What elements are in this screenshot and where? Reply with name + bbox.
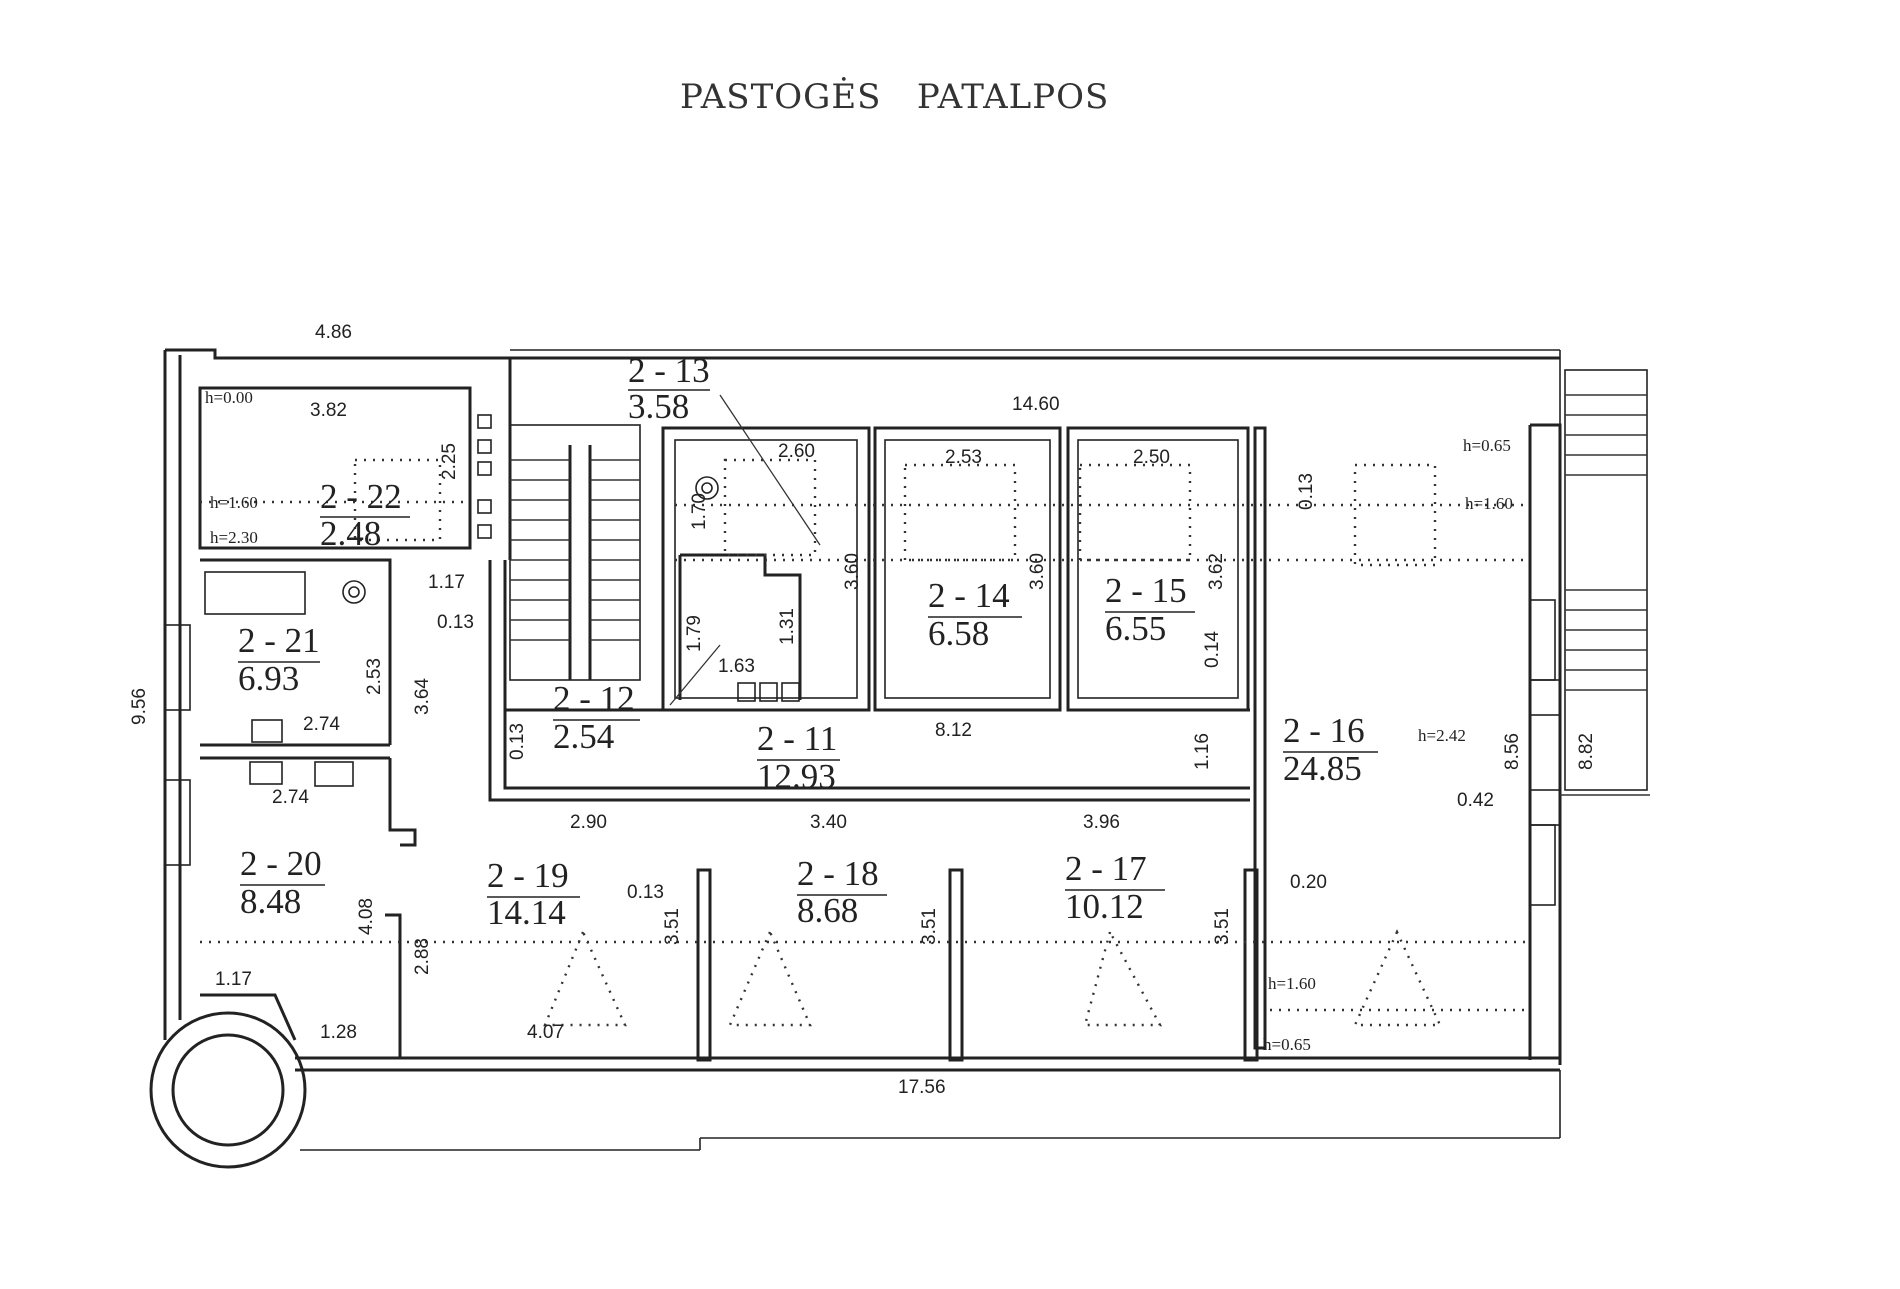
dim-8-56: 8.56 bbox=[1502, 733, 1523, 770]
room-2-15-number: 2 - 15 bbox=[1105, 571, 1187, 610]
sink-icon bbox=[251, 719, 283, 743]
room-2-22-area: 2.48 bbox=[320, 514, 381, 553]
room-2-22-number: 2 - 22 bbox=[320, 477, 402, 516]
dim-2-22-width: 3.82 bbox=[310, 400, 347, 421]
height-h065-top: h=0.65 bbox=[1463, 436, 1511, 455]
height-markers: h=0.00 h=1.60 h=2.30 h=0.65 h=1.60 h=2.4… bbox=[205, 388, 1513, 1054]
dim-2-19-width: 4.07 bbox=[527, 1022, 564, 1043]
height-lines bbox=[200, 458, 1530, 1027]
dim-1-31: 1.31 bbox=[777, 608, 798, 645]
dim-2-14-width: 2.53 bbox=[945, 447, 982, 468]
height-h065-bottom: h=0.65 bbox=[1263, 1035, 1311, 1054]
dim-2-20-width: 2.74 bbox=[272, 787, 309, 808]
dim-1-16: 1.16 bbox=[1192, 733, 1213, 770]
dim-2-21-height: 2.53 bbox=[364, 658, 385, 695]
room-2-12-area: 2.54 bbox=[553, 717, 614, 756]
toilet-icon bbox=[348, 586, 360, 598]
height-h242: h=2.42 bbox=[1418, 726, 1466, 745]
height-h230: h=2.30 bbox=[210, 528, 258, 547]
dim-2-17-right: 3.51 bbox=[1212, 908, 1233, 945]
fixtures bbox=[204, 476, 719, 787]
room-2-20-number: 2 - 20 bbox=[240, 844, 322, 883]
room-2-14-area: 6.58 bbox=[928, 614, 989, 653]
toilet-icon bbox=[342, 580, 366, 604]
dimensions: 4.86 3.82 2.25 1.17 0.13 2.53 3.64 2.74 … bbox=[129, 322, 1597, 1098]
dim-8-82: 8.82 bbox=[1576, 733, 1597, 770]
dim-0-13-top: 0.13 bbox=[1296, 473, 1317, 510]
height-h160-right: h=1.60 bbox=[1465, 494, 1513, 513]
dim-1-79: 1.79 bbox=[684, 615, 705, 652]
room-2-13-area: 3.58 bbox=[628, 387, 689, 426]
room-2-21-area: 6.93 bbox=[238, 659, 299, 698]
outer-walls bbox=[163, 348, 1562, 1151]
room-2-19-number: 2 - 19 bbox=[487, 856, 569, 895]
toilet-icon bbox=[695, 476, 719, 500]
room-2-20-area: 8.48 bbox=[240, 882, 301, 921]
dim-0-13-corridor: 0.13 bbox=[507, 723, 528, 760]
dim-2-13-height: 3.60 bbox=[842, 553, 863, 590]
round-tower bbox=[149, 993, 307, 1169]
room-labels: 2 - 22 2.48 2 - 21 6.93 2 - 20 8.48 2 - … bbox=[238, 351, 1365, 932]
toilet-icon bbox=[701, 482, 713, 494]
room-2-18-area: 8.68 bbox=[797, 891, 858, 930]
dim-2-14-height: 3.60 bbox=[1027, 553, 1048, 590]
room-2-11-number: 2 - 11 bbox=[757, 719, 837, 758]
dim-top-total: 14.60 bbox=[1012, 394, 1060, 415]
plan-title: PASTOGĖS PATALPOS bbox=[680, 77, 1109, 117]
dim-2-22-height: 2.25 bbox=[439, 443, 460, 480]
room-2-16-number: 2 - 16 bbox=[1283, 711, 1365, 750]
dim-2-15-height: 3.62 bbox=[1206, 553, 1227, 590]
dim-corridor-height: 3.64 bbox=[412, 678, 433, 715]
bathtub-icon bbox=[204, 571, 306, 615]
height-h000: h=0.00 bbox=[205, 388, 253, 407]
dim-2-13-width: 2.60 bbox=[778, 441, 815, 462]
dim-2-15-width: 2.50 bbox=[1133, 447, 1170, 468]
dim-1-63: 1.63 bbox=[718, 656, 755, 677]
room-2-18-number: 2 - 18 bbox=[797, 854, 879, 893]
dim-left-total: 9.56 bbox=[129, 688, 150, 725]
dim-1-17-bottom: 1.17 bbox=[215, 969, 252, 990]
room-2-16-area: 24.85 bbox=[1283, 749, 1362, 788]
dim-3-96: 3.96 bbox=[1083, 812, 1120, 833]
dim-top-left: 4.86 bbox=[315, 322, 352, 343]
interior-walls bbox=[198, 386, 1267, 1062]
dim-0-20: 0.20 bbox=[1290, 872, 1327, 893]
dim-2-19-left: 2.88 bbox=[412, 938, 433, 975]
room-2-15-area: 6.55 bbox=[1105, 609, 1166, 648]
room-2-17-number: 2 - 17 bbox=[1065, 849, 1147, 888]
dim-0-14: 0.14 bbox=[1202, 631, 1223, 668]
leader-lines bbox=[238, 389, 1378, 898]
dim-2-90: 2.90 bbox=[570, 812, 607, 833]
sink-icon bbox=[249, 761, 283, 785]
dim-0-42: 0.42 bbox=[1457, 790, 1494, 811]
dim-2-21-width: 2.74 bbox=[303, 714, 340, 735]
room-2-12-number: 2 - 12 bbox=[553, 679, 635, 718]
room-2-11-area: 12.93 bbox=[757, 757, 836, 796]
room-2-17-area: 10.12 bbox=[1065, 887, 1144, 926]
dim-2-20-height: 4.08 bbox=[356, 898, 377, 935]
room-2-14-number: 2 - 14 bbox=[928, 576, 1010, 615]
dim-1-70: 1.70 bbox=[689, 493, 710, 530]
dim-8-12: 8.12 bbox=[935, 720, 972, 741]
room-2-13-number: 2 - 13 bbox=[628, 351, 710, 390]
washer-icon bbox=[314, 761, 354, 787]
dim-2-19-right: 3.51 bbox=[662, 908, 683, 945]
dim-0-13-wall-a: 0.13 bbox=[437, 612, 474, 633]
dim-0-13-wall-b: 0.13 bbox=[627, 882, 664, 903]
dim-3-40: 3.40 bbox=[810, 812, 847, 833]
dim-1-28: 1.28 bbox=[320, 1022, 357, 1043]
dim-bottom-total: 17.56 bbox=[898, 1077, 946, 1098]
height-h160-bottom: h=1.60 bbox=[1268, 974, 1316, 993]
room-2-21-number: 2 - 21 bbox=[238, 621, 320, 660]
dim-1-17-top: 1.17 bbox=[428, 572, 465, 593]
dim-2-18-right: 3.51 bbox=[919, 908, 940, 945]
room-2-19-area: 14.14 bbox=[487, 893, 566, 932]
staircase bbox=[510, 369, 1650, 796]
height-h160-left: h=1.60 bbox=[210, 493, 258, 512]
